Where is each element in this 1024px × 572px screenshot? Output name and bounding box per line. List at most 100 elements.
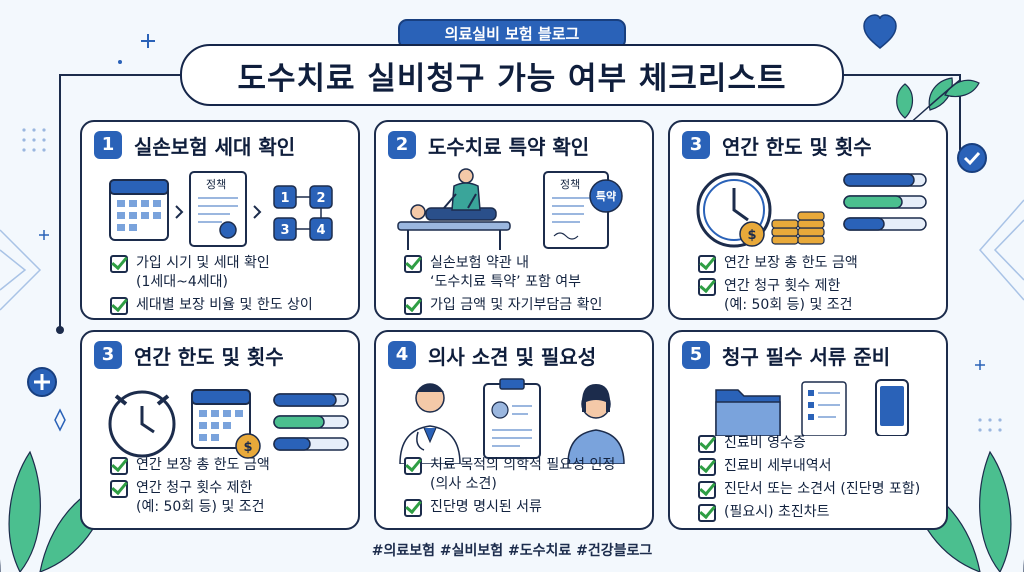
limit-illustration: $ bbox=[108, 389, 349, 459]
checklist-item: 진단명 명시된 서류 bbox=[404, 498, 615, 517]
checklist: 실손보험 약관 내 ‘도수치료 특약’ 포함 여부 가입 금액 및 자기부담금 … bbox=[404, 254, 602, 318]
checklist-text: 진단명 명시된 서류 bbox=[430, 499, 542, 515]
card-header: 3 연간 한도 및 횟수 bbox=[682, 130, 872, 160]
checkbox-checked-icon bbox=[404, 457, 422, 475]
checklist-text: 진료비 세부내역서 bbox=[724, 458, 832, 474]
card-header: 5 청구 필수 서류 준비 bbox=[682, 340, 890, 370]
step-number-badge: 3 bbox=[94, 341, 122, 369]
checklist: 치료 목적의 의학적 필요성 인정 (의사 소견) 진단명 명시된 서류 bbox=[404, 456, 615, 521]
step-label: 3 bbox=[280, 223, 289, 238]
checkbox-checked-icon bbox=[404, 499, 422, 517]
card-title: 청구 필수 서류 준비 bbox=[722, 344, 891, 369]
checklist-text: 세대별 보장 비율 및 한도 상이 bbox=[136, 297, 313, 313]
step-number-badge: 5 bbox=[682, 341, 710, 369]
checkbox-checked-icon bbox=[698, 504, 716, 522]
card-insurance-generation: 1 실손보험 세대 확인 정책 1 bbox=[80, 120, 360, 320]
therapy-illustration: 정책 특약 bbox=[397, 168, 623, 250]
arrow-icon bbox=[253, 205, 262, 219]
checkbox-checked-icon bbox=[404, 297, 422, 315]
checklist-item: 연간 보장 총 한도 금액 bbox=[110, 456, 270, 475]
generation-illustration: 정책 1 2 3 4 bbox=[109, 171, 333, 247]
checklist-item: 실손보험 약관 내 ‘도수치료 특약’ 포함 여부 bbox=[404, 254, 602, 292]
arrow-icon bbox=[175, 205, 184, 219]
patient-icon bbox=[567, 384, 625, 464]
checklist-item: 연간 청구 횟수 제한 (예: 50회 등) 및 조건 bbox=[698, 277, 858, 315]
checkbox-checked-icon bbox=[110, 297, 128, 315]
checkbox-checked-icon bbox=[698, 458, 716, 476]
checklist-text: 가입 시기 및 세대 확인 (1세대~4세대) bbox=[136, 255, 270, 290]
doctor-illustration bbox=[399, 378, 625, 464]
progress-bars-icon bbox=[273, 393, 349, 451]
card-header: 1 실손보험 세대 확인 bbox=[94, 130, 295, 160]
checklist-text: 치료 목적의 의학적 필요성 인정 (의사 소견) bbox=[430, 457, 616, 492]
page-title: 도수치료 실비청구 가능 여부 체크리스트 bbox=[237, 60, 787, 97]
policy-document-icon bbox=[189, 171, 247, 247]
card-manual-therapy-rider: 2 도수치료 특약 확인 정책 특약 실손보험 약관 내 ‘도수치료 특약’ 포… bbox=[374, 120, 654, 320]
checklist-item: 연간 보장 총 한도 금액 bbox=[698, 254, 858, 273]
checkbox-checked-icon bbox=[698, 481, 716, 499]
checklist: 연간 보장 총 한도 금액 연간 청구 횟수 제한 (예: 50회 등) 및 조… bbox=[110, 456, 270, 521]
checkbox-checked-icon bbox=[698, 278, 716, 296]
rider-document-icon bbox=[543, 171, 623, 249]
card-required-documents: 5 청구 필수 서류 준비 진료비 영수증 진료비 세부내역서 진단서 또는 소… bbox=[668, 330, 948, 530]
medical-chart-icon bbox=[483, 378, 541, 459]
step-number-badge: 2 bbox=[388, 131, 416, 159]
checklist-text: 진료비 영수증 bbox=[724, 435, 806, 451]
checklist-text: 실손보험 약관 내 ‘도수치료 특약’ 포함 여부 bbox=[430, 255, 582, 290]
limit-illustration: $ bbox=[696, 172, 927, 248]
card-header: 4 의사 소견 및 필요성 bbox=[388, 340, 596, 370]
checklist-item: 연간 청구 횟수 제한 (예: 50회 등) 및 조건 bbox=[110, 479, 270, 517]
card-header: 2 도수치료 특약 확인 bbox=[388, 130, 589, 160]
coin-stack-icon: $ bbox=[739, 211, 825, 247]
step-label: 1 bbox=[280, 191, 289, 206]
svg-text:$: $ bbox=[747, 228, 756, 243]
checklist-text: (필요시) 초진차트 bbox=[724, 504, 830, 520]
checklist-text: 연간 청구 횟수 제한 (예: 50회 등) 및 조건 bbox=[724, 278, 853, 313]
checkbox-checked-icon bbox=[110, 480, 128, 498]
doctor-icon bbox=[399, 383, 461, 464]
checkbox-checked-icon bbox=[698, 435, 716, 453]
checkbox-checked-icon bbox=[110, 255, 128, 273]
card-title: 도수치료 특약 확인 bbox=[428, 134, 590, 159]
checkbox-checked-icon bbox=[404, 255, 422, 273]
checkbox-checked-icon bbox=[110, 457, 128, 475]
checklist-text: 가입 금액 및 자기부담금 확인 bbox=[430, 297, 603, 313]
checklist-item: 가입 시기 및 세대 확인 (1세대~4세대) bbox=[110, 254, 313, 292]
step-label: 4 bbox=[316, 223, 325, 238]
checklist-item: 진료비 세부내역서 bbox=[698, 457, 920, 476]
document-label: 정책 bbox=[206, 178, 226, 191]
checklist-document-icon bbox=[801, 381, 847, 436]
card-title: 연간 한도 및 횟수 bbox=[722, 134, 872, 159]
card-header: 3 연간 한도 및 횟수 bbox=[94, 340, 284, 370]
progress-bars-icon bbox=[843, 173, 927, 231]
card-title: 연간 한도 및 횟수 bbox=[134, 344, 284, 369]
therapist-icon bbox=[443, 168, 481, 211]
checkbox-checked-icon bbox=[698, 255, 716, 273]
checklist-item: 진단서 또는 소견서 (진단명 포함) bbox=[698, 480, 920, 499]
document-label: 정책 bbox=[560, 178, 580, 191]
card-title: 의사 소견 및 필요성 bbox=[428, 344, 597, 369]
calendar-icon bbox=[109, 179, 169, 241]
patient-icon bbox=[410, 204, 497, 221]
svg-text:$: $ bbox=[243, 440, 252, 455]
card-title: 실손보험 세대 확인 bbox=[134, 134, 296, 159]
step-number-badge: 3 bbox=[682, 131, 710, 159]
checklist-text: 연간 보장 총 한도 금액 bbox=[136, 457, 270, 473]
checklist: 진료비 영수증 진료비 세부내역서 진단서 또는 소견서 (진단명 포함) (필… bbox=[698, 434, 920, 526]
checklist-text: 연간 보장 총 한도 금액 bbox=[724, 255, 858, 271]
step-number-badge: 4 bbox=[388, 341, 416, 369]
alarm-clock-icon bbox=[108, 390, 176, 458]
checklist-item: (필요시) 초진차트 bbox=[698, 503, 920, 522]
checklist-item: 세대별 보장 비율 및 한도 상이 bbox=[110, 296, 313, 315]
documents-illustration bbox=[715, 379, 909, 436]
card-doctor-opinion: 4 의사 소견 및 필요성 치료 목적의 의학적 필요성 인정 (의사 소견) … bbox=[374, 330, 654, 530]
checklist-item: 진료비 영수증 bbox=[698, 434, 920, 453]
checklist-text: 진단서 또는 소견서 (진단명 포함) bbox=[724, 481, 921, 497]
card-annual-limit: 3 연간 한도 및 횟수 $ 연간 보장 총 한도 금액 연간 청구 횟수 제한… bbox=[668, 120, 948, 320]
card-annual-limit-duplicate: 3 연간 한도 및 횟수 $ 연간 보장 총 한도 금액 연간 청구 횟 bbox=[80, 330, 360, 530]
title-banner: 도수치료 실비청구 가능 여부 체크리스트 bbox=[180, 44, 844, 106]
checklist-item: 치료 목적의 의학적 필요성 인정 (의사 소견) bbox=[404, 456, 615, 494]
checklist-item: 가입 금액 및 자기부담금 확인 bbox=[404, 296, 602, 315]
checklist: 가입 시기 및 세대 확인 (1세대~4세대) 세대별 보장 비율 및 한도 상… bbox=[110, 254, 313, 318]
checklist: 연간 보장 총 한도 금액 연간 청구 횟수 제한 (예: 50회 등) 및 조… bbox=[698, 254, 858, 318]
